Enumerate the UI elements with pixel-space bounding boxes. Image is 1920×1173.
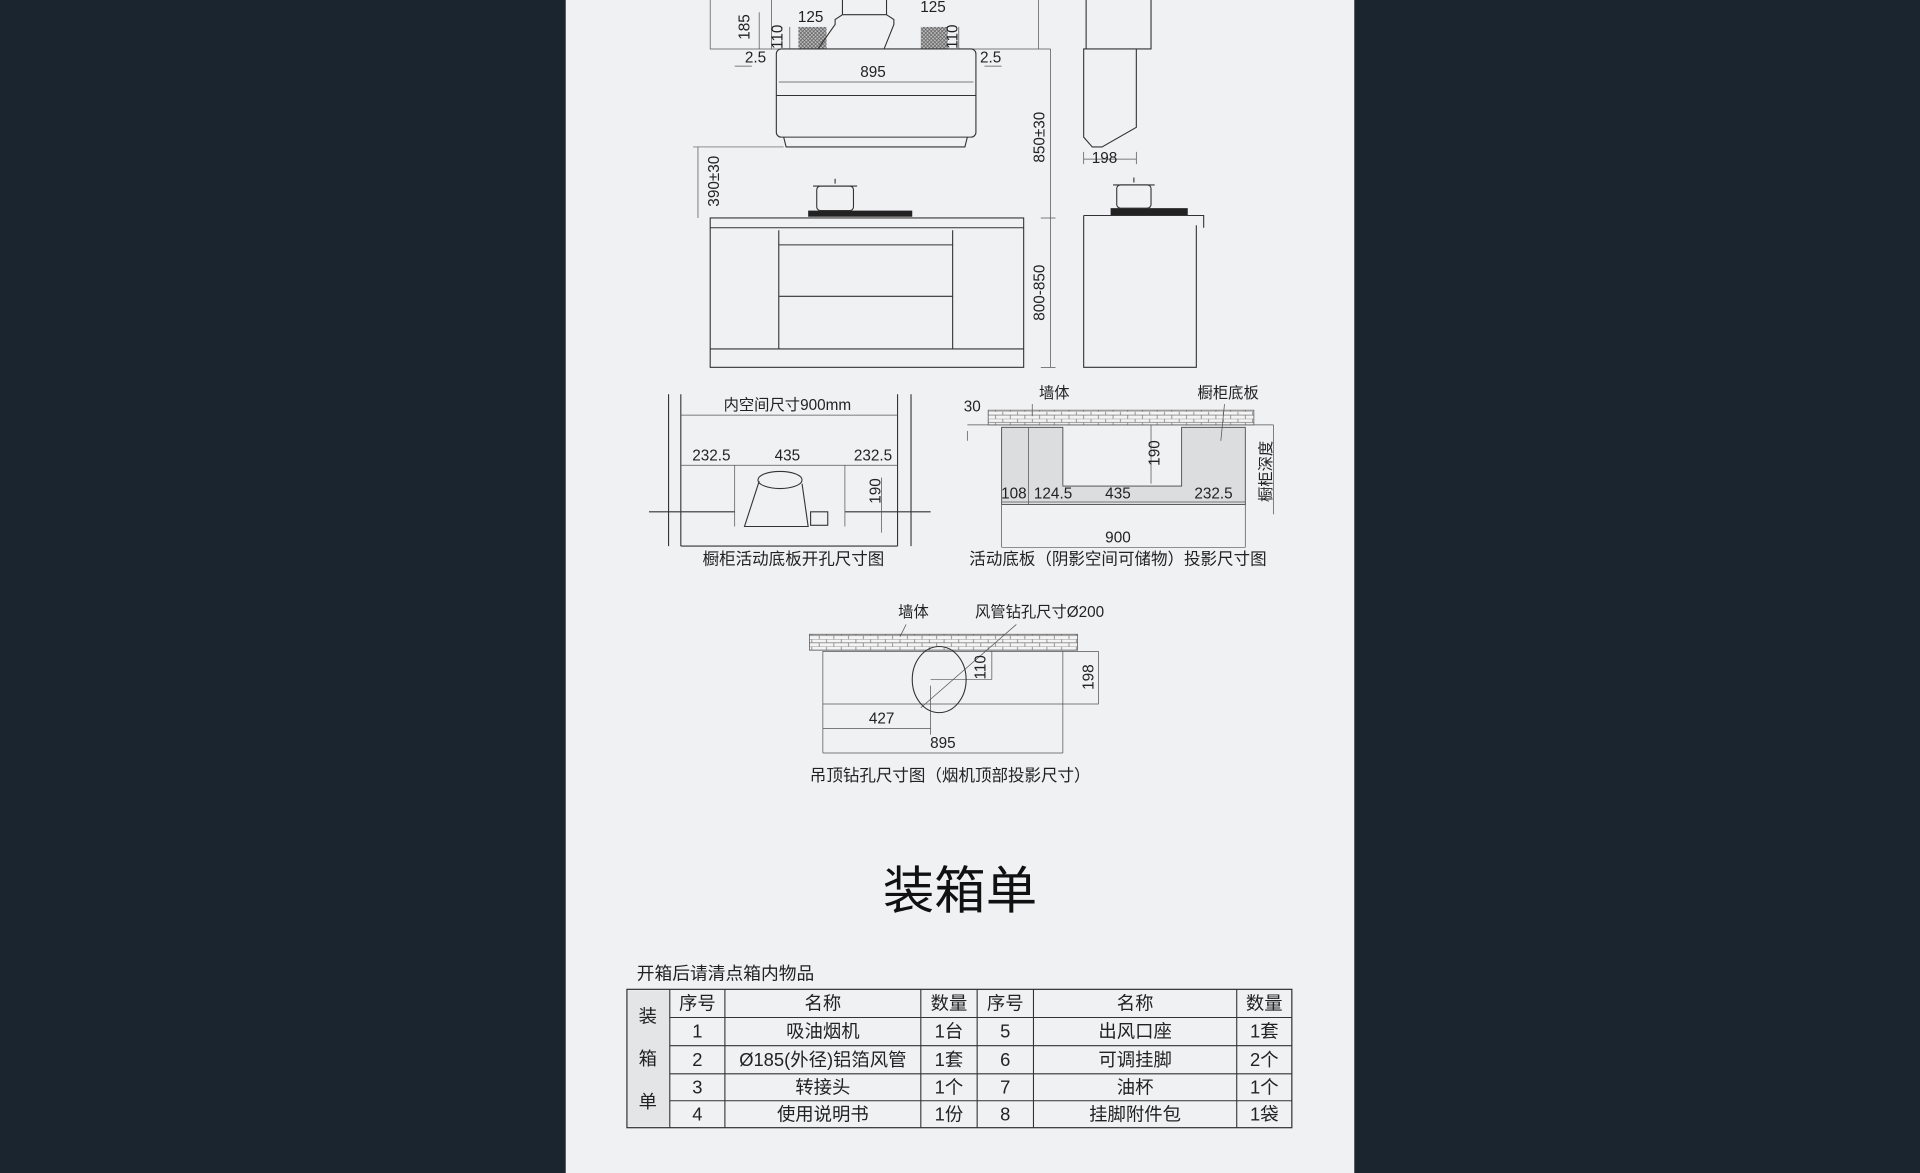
table-cell: 6 [1000, 1049, 1010, 1070]
table-header: 序号 [987, 993, 1024, 1014]
dim-435: 435 [775, 447, 801, 464]
dim-800-850: 800-850 [1031, 265, 1048, 321]
dim-232-5-proj: 232.5 [1194, 485, 1232, 502]
dim-232-5-right: 232.5 [854, 447, 892, 464]
table-cell: 4 [692, 1103, 702, 1124]
table-cell: 1个 [935, 1076, 964, 1097]
cabinet-depth-label: 橱柜深度 [1258, 441, 1275, 502]
table-cell: 可调挂脚 [1098, 1049, 1171, 1070]
table-cell: 吸油烟机 [786, 1021, 859, 1042]
table-cell: 2个 [1250, 1049, 1279, 1070]
table-cell: 出风口座 [1098, 1021, 1171, 1042]
dim-125-right: 125 [920, 0, 946, 16]
dim-427: 427 [869, 711, 895, 728]
dim-190: 190 [867, 478, 884, 504]
table-header: 数量 [1246, 993, 1283, 1014]
side-label-char: 箱 [639, 1048, 657, 1069]
dim-850: 850±30 [1031, 112, 1048, 163]
dim-895-ceiling: 895 [930, 735, 956, 752]
table-cell: 3 [692, 1076, 702, 1097]
content-panel [565, 0, 1355, 1173]
cabinet-hole-caption: 橱柜活动底板开孔尺寸图 [703, 549, 885, 568]
dim-390: 390±30 [706, 156, 723, 207]
table-cell: 2 [692, 1049, 702, 1070]
dim-125-left: 125 [798, 9, 824, 26]
table-cell: 1套 [935, 1049, 964, 1070]
dim-110-left: 110 [769, 25, 786, 49]
ceiling-caption: 吊顶钻孔尺寸图（烟机顶部投影尺寸） [810, 766, 1091, 785]
projection-diagram [966, 404, 1274, 548]
side-view-drawing [1083, 0, 1205, 368]
table-cell: Ø185(外径)铝箔风管 [739, 1049, 906, 1070]
dim-2-5-right: 2.5 [980, 49, 1001, 66]
cabinet-board-label: 橱柜底板 [1198, 384, 1259, 402]
table-header: 数量 [931, 993, 968, 1014]
side-label-char: 单 [639, 1091, 657, 1112]
table-cell: 1个 [1250, 1076, 1279, 1097]
dim-435-proj: 435 [1105, 485, 1131, 502]
dim-185: 185 [736, 14, 753, 40]
table-cell: 5 [1000, 1021, 1010, 1042]
dim-108: 108 [1001, 485, 1027, 502]
cabinet-hole-diagram [648, 394, 931, 547]
table-cell: 转接头 [795, 1076, 850, 1097]
side-label-char: 装 [639, 1005, 657, 1026]
table-cell: 1台 [935, 1021, 964, 1042]
wall-label-ceiling: 墙体 [898, 604, 929, 621]
dim-110-ceiling: 110 [973, 655, 990, 679]
dim-30: 30 [964, 398, 981, 415]
dim-232-5-left: 232.5 [692, 447, 730, 464]
dim-895: 895 [860, 64, 886, 81]
table-header: 名称 [1117, 993, 1154, 1014]
dim-190-proj: 190 [1147, 440, 1164, 466]
dim-2-5-left: 2.5 [745, 49, 766, 66]
table-cell: 7 [1000, 1076, 1010, 1097]
table-cell: 1套 [1250, 1021, 1279, 1042]
table-cell: 油杯 [1117, 1076, 1154, 1097]
inner-space-label: 内空间尺寸900mm [724, 397, 852, 414]
table-cell: 1份 [935, 1103, 964, 1124]
dim-110-right: 110 [945, 25, 962, 49]
packing-subtitle: 开箱后请清点箱内物品 [637, 964, 815, 984]
table-cell: 挂脚附件包 [1089, 1103, 1181, 1124]
dim-900: 900 [1105, 529, 1131, 546]
table-cell: 1袋 [1250, 1103, 1279, 1124]
table-cell: 使用说明书 [777, 1103, 869, 1124]
projection-caption: 活动底板（阴影空间可储物）投影尺寸图 [969, 549, 1266, 568]
dim-198-ceiling: 198 [1080, 664, 1097, 690]
hood-front-drawing [709, 0, 1051, 148]
cabinet-front-drawing [709, 178, 1025, 368]
table-header: 名称 [804, 993, 841, 1014]
dim-124-5: 124.5 [1034, 485, 1072, 502]
duct-hole-label: 风管钻孔尺寸Ø200 [975, 604, 1104, 621]
ceiling-drill-diagram [809, 624, 1099, 754]
table-cell: 8 [1000, 1103, 1010, 1124]
wall-label: 墙体 [1039, 385, 1070, 402]
packing-title: 装箱单 [883, 862, 1037, 920]
table-header: 序号 [679, 993, 716, 1014]
table-cell: 1 [692, 1021, 702, 1042]
dim-198-side: 198 [1092, 150, 1118, 167]
